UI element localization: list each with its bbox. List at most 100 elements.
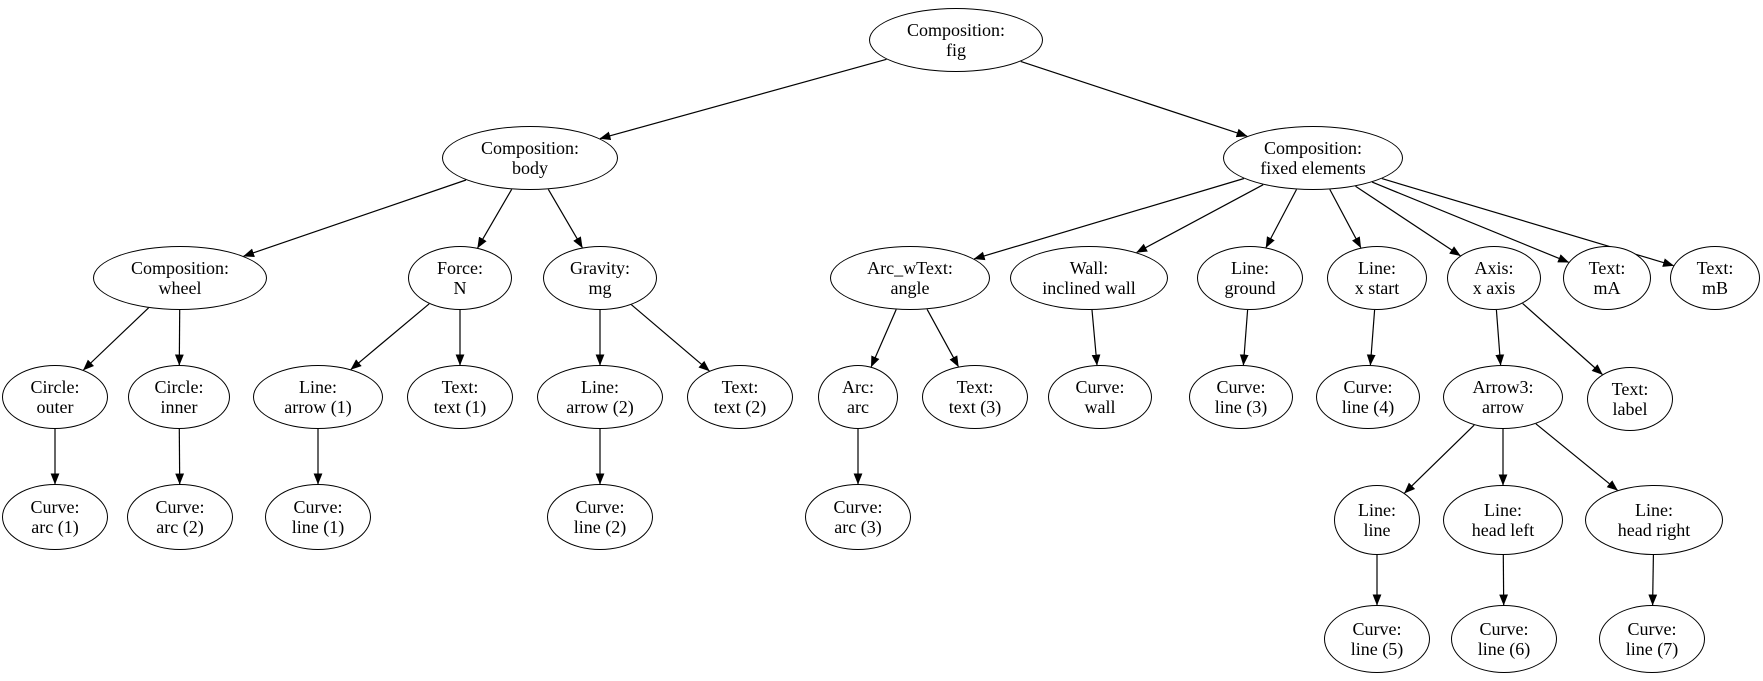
node-mB: Text:mB (1670, 246, 1760, 310)
edge-wall-wallc (1091, 309, 1101, 366)
node-text1: Text:text (1) (407, 365, 513, 429)
node-type-label: Composition: (130, 258, 229, 278)
node-fixed: Composition:fixed elements (1223, 126, 1403, 190)
node-name-label: line (6) (1477, 639, 1531, 659)
node-gravity: Gravity:mg (543, 246, 657, 310)
node-mA: Text:mA (1563, 246, 1651, 310)
node-line7: Curve:line (7) (1599, 605, 1705, 673)
edge-arcwtext-text3 (926, 309, 959, 368)
node-ground: Line:ground (1197, 246, 1303, 310)
node-text2: Text:text (2) (687, 365, 793, 429)
edge-fixed-ground (1265, 189, 1298, 248)
node-arrow3: Arrow3:arrow (1443, 365, 1563, 429)
node-type-label: Arrow3: (1472, 377, 1534, 397)
edge-fig-body (599, 58, 887, 141)
edge-arrow3-headr (1535, 423, 1618, 491)
node-type-label: Curve: (833, 497, 883, 517)
edge-arrow3-lline (1404, 424, 1475, 494)
node-name-label: angle (890, 278, 930, 298)
node-name-label: line (1363, 520, 1391, 540)
edge-fixed-xstart (1329, 189, 1362, 249)
node-name-label: line (7) (1625, 639, 1679, 659)
node-name-label: wall (1084, 397, 1116, 417)
node-type-label: Text: (956, 377, 994, 397)
node-type-label: Text: (1588, 258, 1626, 278)
edge-body-gravity (547, 188, 583, 249)
node-wallc: Curve:wall (1048, 365, 1152, 429)
node-name-label: head right (1617, 520, 1691, 540)
node-type-label: Text: (1611, 379, 1649, 399)
node-name-label: line (3) (1214, 397, 1268, 417)
node-name-label: label (1612, 399, 1648, 419)
node-name-label: text (3) (948, 397, 1002, 417)
edge-fig-fixed (1020, 60, 1248, 138)
edge-arcwtext-arc (870, 309, 897, 368)
node-inner: Circle:inner (128, 365, 230, 429)
node-arc2: Curve:arc (2) (127, 484, 233, 550)
edge-force-arrow1 (350, 303, 430, 370)
node-type-label: Circle: (154, 377, 204, 397)
node-name-label: text (2) (713, 397, 767, 417)
node-name-label: arc (2) (156, 517, 204, 537)
node-headr: Line:head right (1585, 485, 1723, 555)
edge-fixed-mA (1371, 181, 1570, 263)
node-type-label: Arc_wText: (867, 258, 953, 278)
node-fig: Composition:fig (869, 8, 1043, 72)
node-type-label: Text: (441, 377, 479, 397)
node-type-label: Curve: (575, 497, 625, 517)
node-name-label: x axis (1472, 278, 1516, 298)
node-type-label: Line: (1484, 500, 1522, 520)
edge-gravity-text2 (631, 304, 710, 372)
edge-wheel-outer (82, 307, 150, 371)
edge-body-force (477, 188, 513, 249)
node-type-label: Line: (1635, 500, 1673, 520)
node-arc3: Curve:arc (3) (805, 484, 911, 550)
node-wall: Wall:inclined wall (1010, 246, 1168, 310)
edge-fixed-axis (1355, 185, 1461, 257)
node-type-label: Line: (299, 377, 337, 397)
node-headl: Line:head left (1443, 485, 1563, 555)
edge-axis-arrow3 (1495, 309, 1505, 366)
node-name-label: line (5) (1350, 639, 1404, 659)
node-name-label: outer (36, 397, 74, 417)
node-name-label: mg (588, 278, 612, 298)
node-type-label: Line: (1358, 500, 1396, 520)
node-type-label: Gravity: (570, 258, 630, 278)
node-line4: Curve:line (4) (1316, 365, 1420, 429)
node-name-label: arc (3) (834, 517, 882, 537)
node-type-label: Line: (1231, 258, 1269, 278)
node-type-label: Arc: (842, 377, 874, 397)
node-type-label: Curve: (1352, 619, 1402, 639)
node-type-label: Curve: (30, 497, 80, 517)
node-label: Text:label (1587, 367, 1673, 431)
edge-headr-line7 (1648, 554, 1658, 606)
node-type-label: Curve: (293, 497, 343, 517)
node-lline: Line:line (1334, 485, 1420, 555)
node-name-label: mB (1701, 278, 1728, 298)
node-line1: Curve:line (1) (265, 484, 371, 550)
node-wheel: Composition:wheel (93, 246, 267, 310)
node-name-label: arrow (1) (284, 397, 352, 417)
node-line2: Curve:line (2) (547, 484, 653, 550)
edge-xstart-line4 (1366, 309, 1376, 366)
node-name-label: mA (1593, 278, 1621, 298)
node-text3: Text:text (3) (922, 365, 1028, 429)
node-name-label: inner (160, 397, 198, 417)
node-name-label: line (1) (291, 517, 345, 537)
node-name-label: wheel (158, 278, 202, 298)
node-type-label: Wall: (1069, 258, 1109, 278)
node-axis: Axis:x axis (1447, 246, 1541, 310)
node-name-label: fig (946, 40, 966, 60)
edge-fixed-wall (1136, 184, 1264, 254)
node-type-label: Composition: (1263, 138, 1362, 158)
node-type-label: Curve: (1343, 377, 1393, 397)
node-type-label: Curve: (1216, 377, 1266, 397)
node-name-label: arc (1) (31, 517, 79, 537)
edge-body-wheel (243, 179, 467, 257)
node-xstart: Line:x start (1327, 246, 1427, 310)
node-body: Composition:body (442, 126, 618, 190)
node-arrow2: Line:arrow (2) (537, 365, 663, 429)
node-arrow1: Line:arrow (1) (253, 365, 383, 429)
node-type-label: Line: (581, 377, 619, 397)
